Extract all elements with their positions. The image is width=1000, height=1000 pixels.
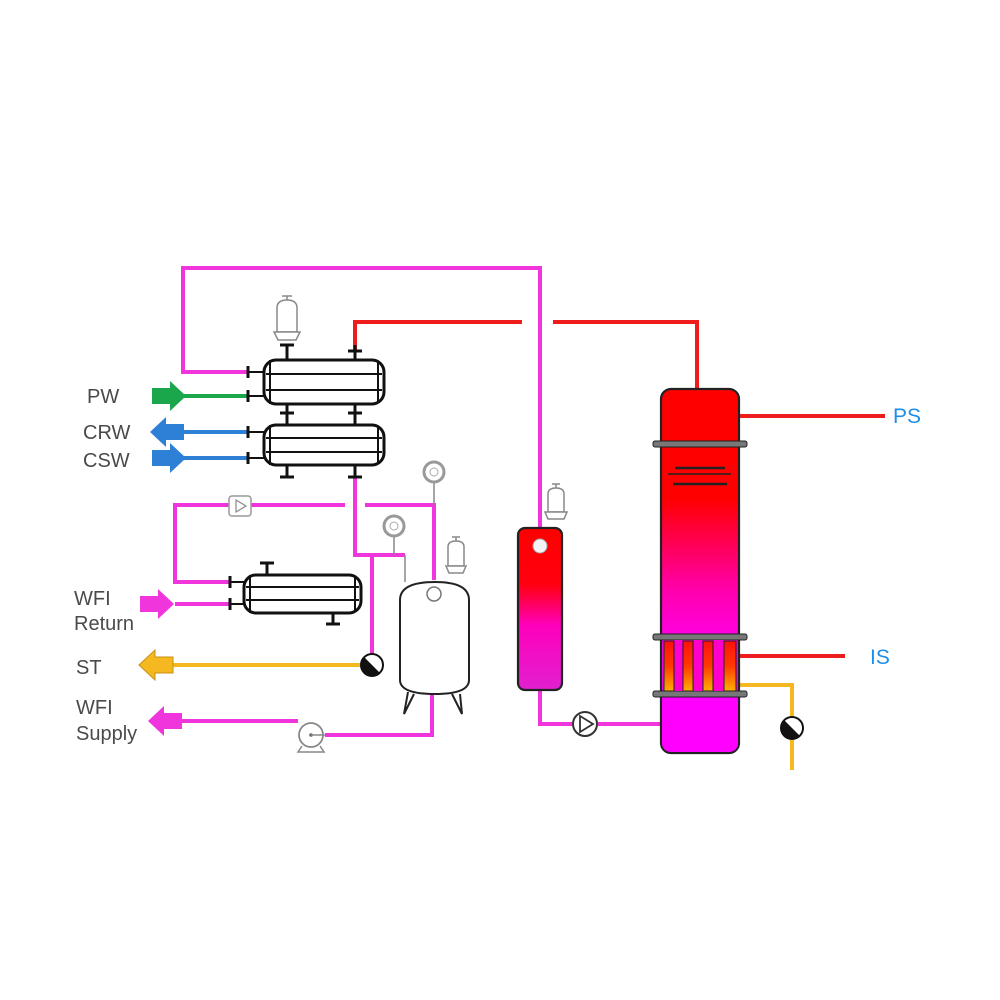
pipe-tank-outlet xyxy=(325,695,434,737)
label-wfi-return-line1: WFI xyxy=(74,588,111,610)
pipe-distillate xyxy=(353,478,374,655)
circulation-pump xyxy=(296,722,326,753)
label-wfi-supply-line1: WFI xyxy=(76,697,113,719)
triangle-icon xyxy=(235,498,248,514)
label-ps: PS xyxy=(893,405,921,428)
pipe-condensate-column xyxy=(740,683,794,770)
pipe-feed-bottom xyxy=(538,690,572,726)
arrow-left-icon xyxy=(148,706,182,736)
cooler-heat-exchanger xyxy=(246,423,386,479)
arrow-right-icon xyxy=(152,381,186,411)
arrow-right-icon xyxy=(152,443,186,473)
stream-arrows xyxy=(138,381,186,736)
arrow-left-icon xyxy=(150,417,184,447)
pipe-return-loop xyxy=(173,503,345,584)
storage-tank xyxy=(399,555,470,715)
instrument-gauge xyxy=(422,460,446,505)
feed-pump xyxy=(572,711,598,737)
condenser-heat-exchanger xyxy=(246,343,386,425)
label-csw: CSW xyxy=(83,450,130,472)
vent-filter xyxy=(444,536,468,574)
pipe-steam-top-right xyxy=(553,320,699,390)
arrow-right-icon xyxy=(140,589,174,619)
label-crw: CRW xyxy=(83,422,131,444)
label-wfi-return-line2: Return xyxy=(74,613,134,635)
pipes xyxy=(170,266,885,770)
return-heat-exchanger xyxy=(228,561,363,626)
control-valve xyxy=(228,495,252,517)
vent-filter xyxy=(543,483,569,520)
heater-tube-bundle xyxy=(663,640,737,692)
label-is: IS xyxy=(870,646,890,669)
pipe-vapor-return xyxy=(181,266,542,528)
instrument-gauge xyxy=(382,514,406,555)
distillation-column xyxy=(652,387,748,755)
steam-trap xyxy=(360,653,384,677)
vent-filter xyxy=(272,295,302,341)
pipe-steam-top-left xyxy=(353,320,522,350)
label-pw: PW xyxy=(87,386,119,408)
feed-vessel xyxy=(516,526,564,692)
steam-trap xyxy=(780,716,804,740)
label-st: ST xyxy=(76,657,102,679)
label-wfi-supply-line2: Supply xyxy=(76,723,137,745)
stream-labels: PW CRW CSW WFI Return ST WFI Supply PS I… xyxy=(74,386,921,745)
arrow-left-icon xyxy=(138,648,174,682)
